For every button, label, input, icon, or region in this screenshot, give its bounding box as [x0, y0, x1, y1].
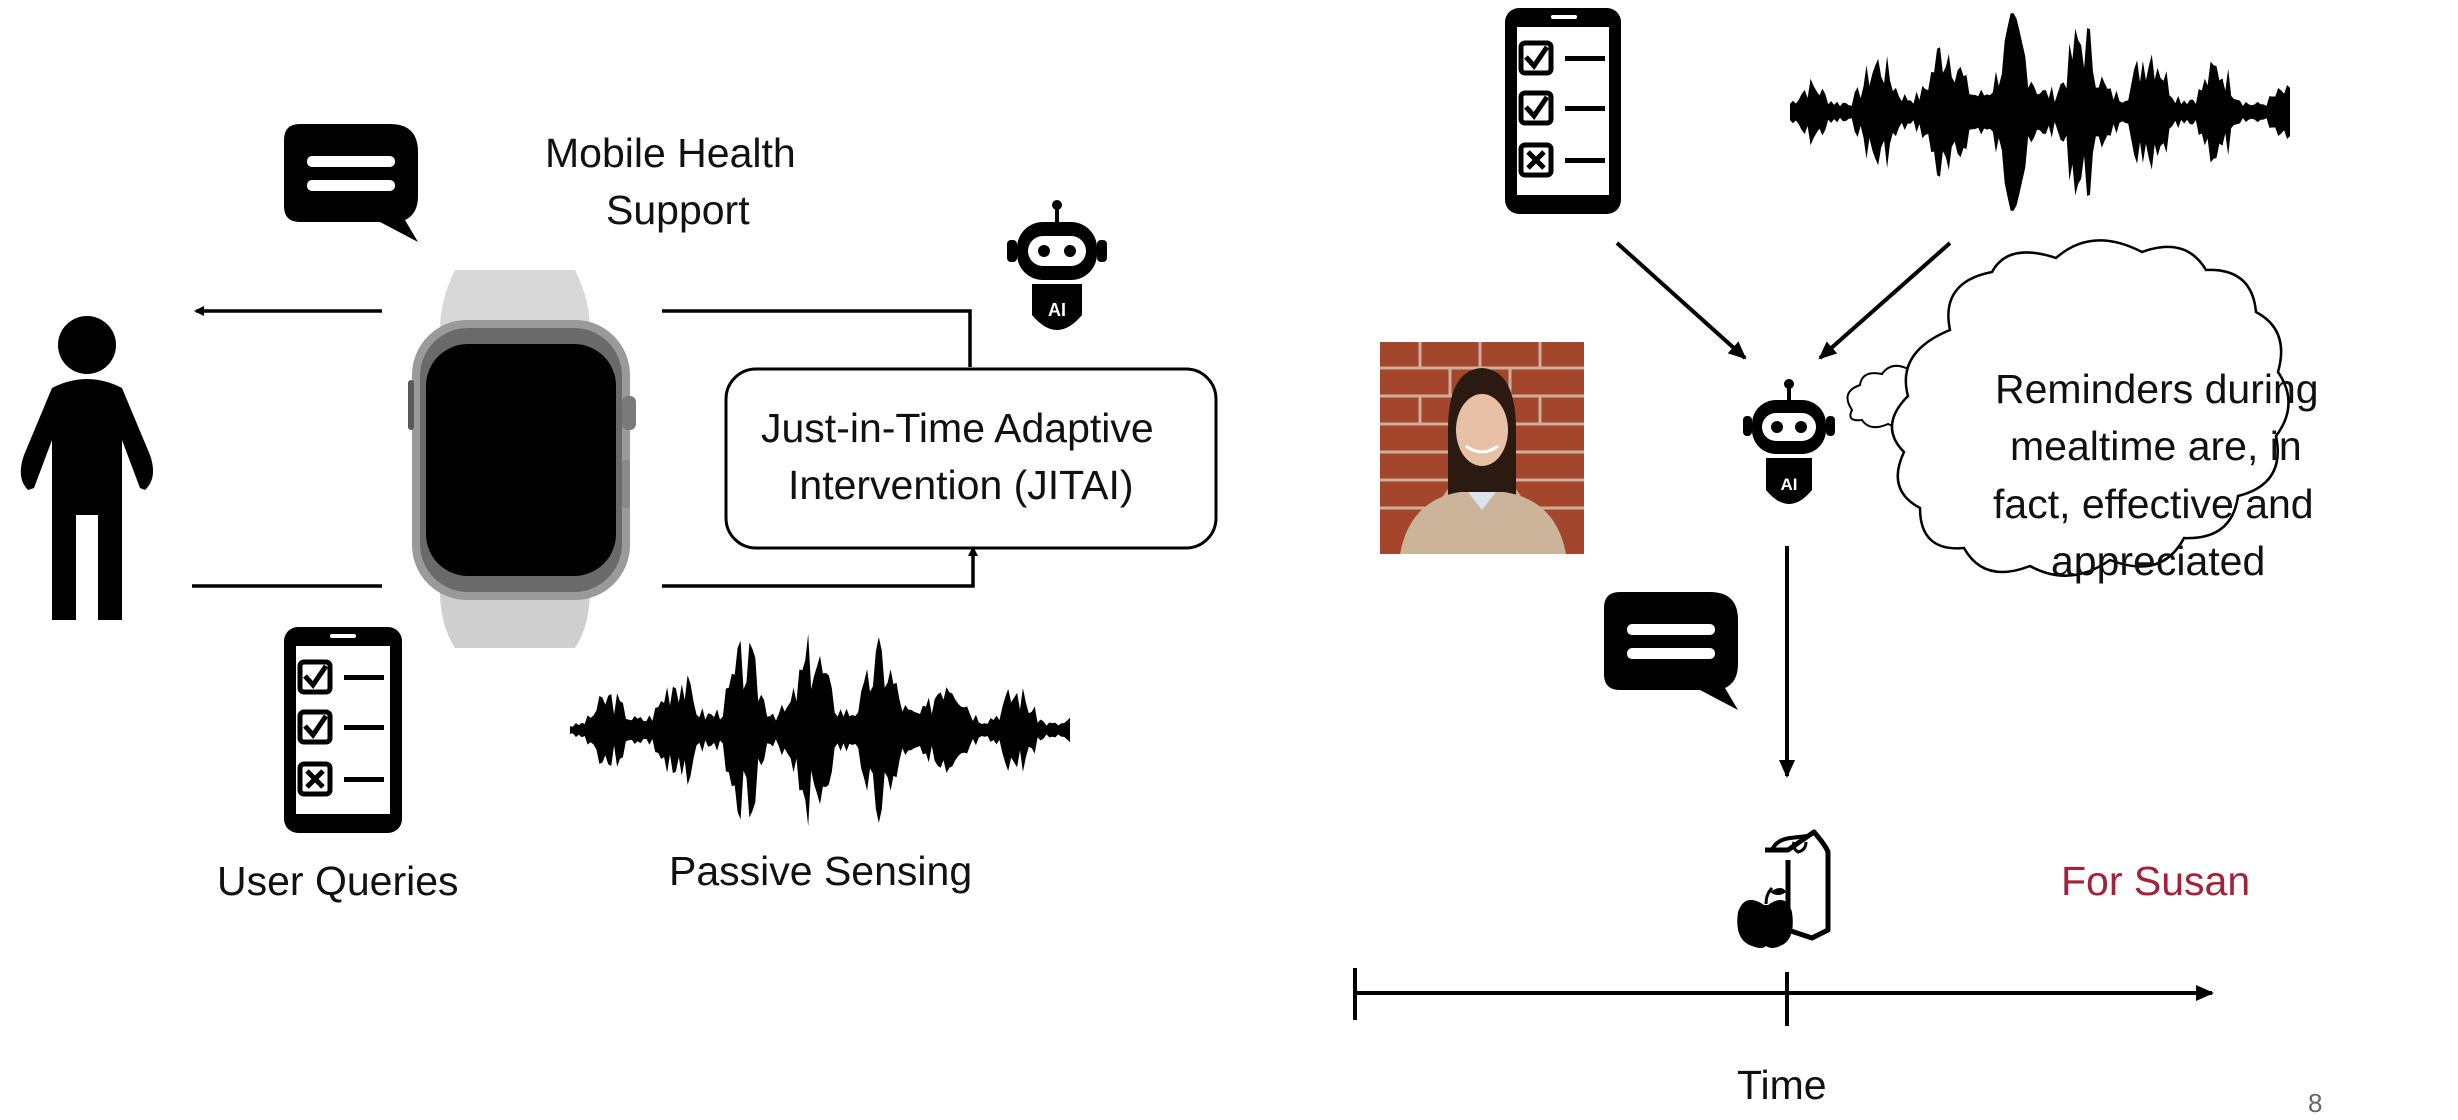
- jitai-label-line2: Intervention (JITAI): [788, 462, 1134, 508]
- title-mobile-health: Mobile Health: [545, 130, 796, 176]
- user-queries-label: User Queries: [217, 858, 459, 904]
- thought-cloud-icon: [1890, 239, 2290, 577]
- waveform-shape: [1790, 13, 2290, 211]
- slide-number: 8: [2308, 1088, 2323, 1118]
- thought-text-line4: appreciated: [2051, 538, 2266, 584]
- user-photo: [1380, 342, 1584, 554]
- waveform-icon-right: [1790, 13, 2290, 211]
- ai-badge-text-right: AI: [1781, 475, 1798, 494]
- smartwatch-icon: [408, 270, 636, 648]
- arrow-phone-to-ai: [1615, 241, 1747, 360]
- arrow-jitai-to-watch: [662, 309, 972, 367]
- waveform-icon: [570, 633, 1070, 827]
- waveform-shape: [570, 633, 1070, 827]
- checklist-phone-icon: [284, 627, 402, 833]
- lunch-bag-icon: [1737, 829, 1831, 948]
- checklist-phone-icon-right: [1505, 8, 1621, 214]
- thought-text-line1: Reminders during: [1995, 366, 2319, 412]
- person-icon: [20, 316, 154, 620]
- arrow-sensing-to-ai: [1818, 241, 1952, 360]
- thought-text-line3: fact, effective and: [1993, 481, 2314, 527]
- for-susan-label: For Susan: [2061, 858, 2251, 904]
- robot-ai-icon: AI: [1007, 200, 1107, 330]
- jitai-box: [724, 367, 1218, 550]
- time-axis-label: Time: [1737, 1062, 1827, 1108]
- chat-bubble-icon-right: [1604, 592, 1738, 710]
- robot-ai-icon-right: AI: [1743, 379, 1835, 504]
- passive-sensing-label: Passive Sensing: [669, 848, 973, 894]
- title-support: Support: [606, 187, 750, 233]
- arrow-sensing-to-jitai: [662, 546, 978, 588]
- thought-text-line2: mealtime are, in: [2010, 423, 2302, 469]
- chat-bubble-icon: [284, 124, 418, 242]
- ai-badge-text-left: AI: [1048, 300, 1066, 320]
- jitai-label-line1: Just-in-Time Adaptive: [761, 405, 1154, 451]
